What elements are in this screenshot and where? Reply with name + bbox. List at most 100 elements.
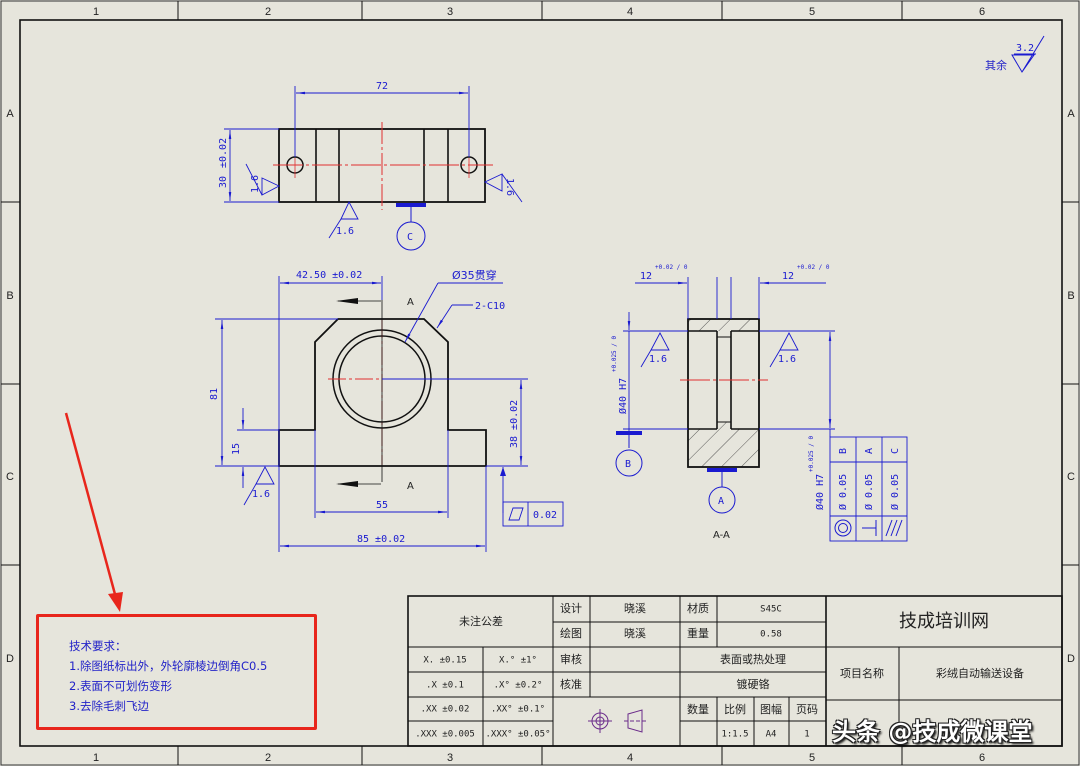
role-drawing-label: 绘图 — [560, 626, 582, 640]
role-design-label: 设计 — [560, 602, 582, 615]
parallelism-icon — [885, 519, 903, 537]
section-dim-left: 12 — [640, 271, 652, 282]
scale-label: 比例 — [724, 702, 746, 716]
gdt-bore-dim: Ø40 H7 — [814, 474, 826, 510]
top-roughness-left: 1.6 — [250, 175, 261, 193]
tech-requirements-title: 技术要求： — [69, 639, 127, 653]
title-block: 未注公差 X. ±0.15 X.° ±1° .X ±0.1 .X° ±0.2° … — [407, 595, 1063, 747]
tol-angular-4: .XXX° ±0.05° — [485, 730, 550, 740]
gdt-frames: Ø40 H7 +0.025 / 0 B A C Ø 0.05 Ø 0.05 Ø … — [808, 435, 908, 542]
general-tolerance-title: 未注公差 — [459, 614, 503, 628]
flatness-icon — [508, 507, 524, 521]
zone-row-b-right: B — [1067, 290, 1074, 302]
zone-col-4: 4 — [627, 6, 633, 18]
section-dim-right-tol: +0.02 / 0 — [797, 264, 830, 271]
dim-height-tol: ±0.02 — [218, 138, 229, 168]
project-label: 项目名称 — [840, 666, 884, 680]
roughness-general-label: 其余 — [985, 58, 1007, 72]
section-mark-bottom: A — [407, 481, 414, 492]
section-bore-dim: Ø40 H7 — [617, 378, 629, 414]
role-approve-label: 核准 — [560, 677, 582, 691]
tech-requirement-2: 2.表面不可划伤变形 — [69, 679, 172, 693]
page-label: 页码 — [796, 703, 818, 716]
top-roughness-bottom: 1.6 — [336, 226, 354, 237]
project-value: 彩绒自动输送设备 — [936, 666, 1024, 680]
material-value: S45C — [760, 605, 782, 615]
zone-col-2: 2 — [265, 6, 271, 18]
top-roughness-right: 1.6 — [504, 178, 515, 196]
zone-labels: 1 2 3 4 5 6 1 2 3 4 5 6 A B C D A B C D — [6, 6, 1075, 764]
gdt-value-2: Ø 0.05 — [863, 474, 875, 510]
zone-col-2-bottom: 2 — [265, 752, 271, 764]
zone-row-b: B — [6, 290, 13, 302]
tech-requirement-1: 1.除图纸标出外，外轮廓棱边倒角C0.5 — [69, 659, 268, 673]
tech-requirements-box: 技术要求： 1.除图纸标出外，外轮廓棱边倒角C0.5 2.表面不可划伤变形 3.… — [36, 614, 317, 730]
roughness-general-value: 3.2 — [1016, 43, 1034, 54]
section-roughness-right: 1.6 — [778, 354, 796, 365]
zone-row-a-right: A — [1067, 108, 1075, 120]
flatness-value: 0.02 — [533, 510, 557, 521]
tol-linear-1: X. ±0.15 — [423, 656, 466, 666]
zone-row-d: D — [6, 653, 14, 665]
section-roughness-left: 1.6 — [649, 354, 667, 365]
perpendicularity-icon — [862, 520, 877, 536]
surface-treatment-value: 镀硬铬 — [737, 677, 770, 691]
zone-col-6: 6 — [979, 6, 985, 18]
tech-requirement-3: 3.去除毛刺飞边 — [69, 699, 149, 713]
gdt-datum-2: A — [864, 448, 875, 454]
general-roughness-symbol: 其余 3.2 — [985, 35, 1045, 73]
zone-row-d-right: D — [1067, 653, 1075, 665]
watermark: 头条 @技成微课堂 — [832, 718, 1033, 746]
dim-base-height: 15 — [231, 443, 242, 455]
gdt-value-1: Ø 0.05 — [837, 474, 849, 510]
datum-b-label: B — [625, 459, 631, 470]
projection-symbol-icon — [588, 709, 648, 733]
hole-note: Ø35贯穿 — [452, 268, 497, 282]
zone-row-a: A — [6, 108, 14, 120]
material-label: 材质 — [687, 601, 709, 615]
chamfer-note: 2-C10 — [475, 301, 505, 312]
front-view: A A 42.50 ±0.02 Ø35贯穿 2-C10 81 15 1.6 38… — [209, 268, 564, 552]
role-review-label: 审核 — [560, 652, 582, 666]
zone-col-4-bottom: 4 — [627, 752, 633, 764]
datum-a-label: A — [718, 496, 724, 507]
surface-treatment-label: 表面或热处理 — [720, 652, 786, 666]
top-view: 72 30 ±0.02 1.6 1.6 1.6 C — [218, 81, 523, 251]
dim-total-height: 81 — [209, 388, 220, 400]
dim-center-height: 38 ±0.02 — [509, 400, 520, 448]
gdt-value-3: Ø 0.05 — [889, 474, 901, 510]
sheet-size-label: 图幅 — [760, 703, 782, 716]
annotation-arrow — [64, 412, 123, 612]
tol-angular-3: .XX° ±0.1° — [491, 705, 545, 715]
datum-c-label: C — [407, 232, 413, 243]
company-name: 技成培训网 — [899, 611, 989, 632]
dim-hole-spacing: 72 — [376, 81, 388, 92]
tol-linear-4: .XXX ±0.005 — [415, 730, 475, 740]
section-view: 12 +0.02 / 0 12 +0.02 / 0 Ø40 H7 +0.025 … — [611, 264, 908, 542]
gdt-datum-1: B — [838, 448, 849, 454]
dim-half-width: 42.50 ±0.02 — [296, 270, 362, 281]
concentricity-icon — [834, 519, 852, 537]
section-mark-top: A — [407, 297, 414, 308]
zone-col-5: 5 — [809, 6, 815, 18]
tol-angular-2: .X° ±0.2° — [494, 681, 543, 691]
tol-angular-1: X.° ±1° — [499, 656, 537, 666]
role-design-value: 晓溪 — [624, 602, 646, 615]
section-dim-right: 12 — [782, 271, 794, 282]
front-roughness: 1.6 — [252, 489, 270, 500]
scale-value: 1:1.5 — [721, 730, 748, 740]
weight-label: 重量 — [687, 626, 709, 640]
zone-col-3: 3 — [447, 6, 453, 18]
zone-col-5-bottom: 5 — [809, 752, 815, 764]
quantity-label: 数量 — [687, 703, 709, 716]
section-bore-tol: +0.025 / 0 — [611, 335, 618, 372]
page-value: 1 — [804, 730, 809, 740]
gdt-datum-3: C — [890, 448, 901, 454]
zone-col-6-bottom: 6 — [979, 752, 985, 764]
section-title: A-A — [713, 530, 730, 541]
tol-linear-2: .X ±0.1 — [426, 681, 464, 691]
zone-col-1: 1 — [93, 6, 99, 18]
zone-row-c: C — [6, 471, 14, 483]
